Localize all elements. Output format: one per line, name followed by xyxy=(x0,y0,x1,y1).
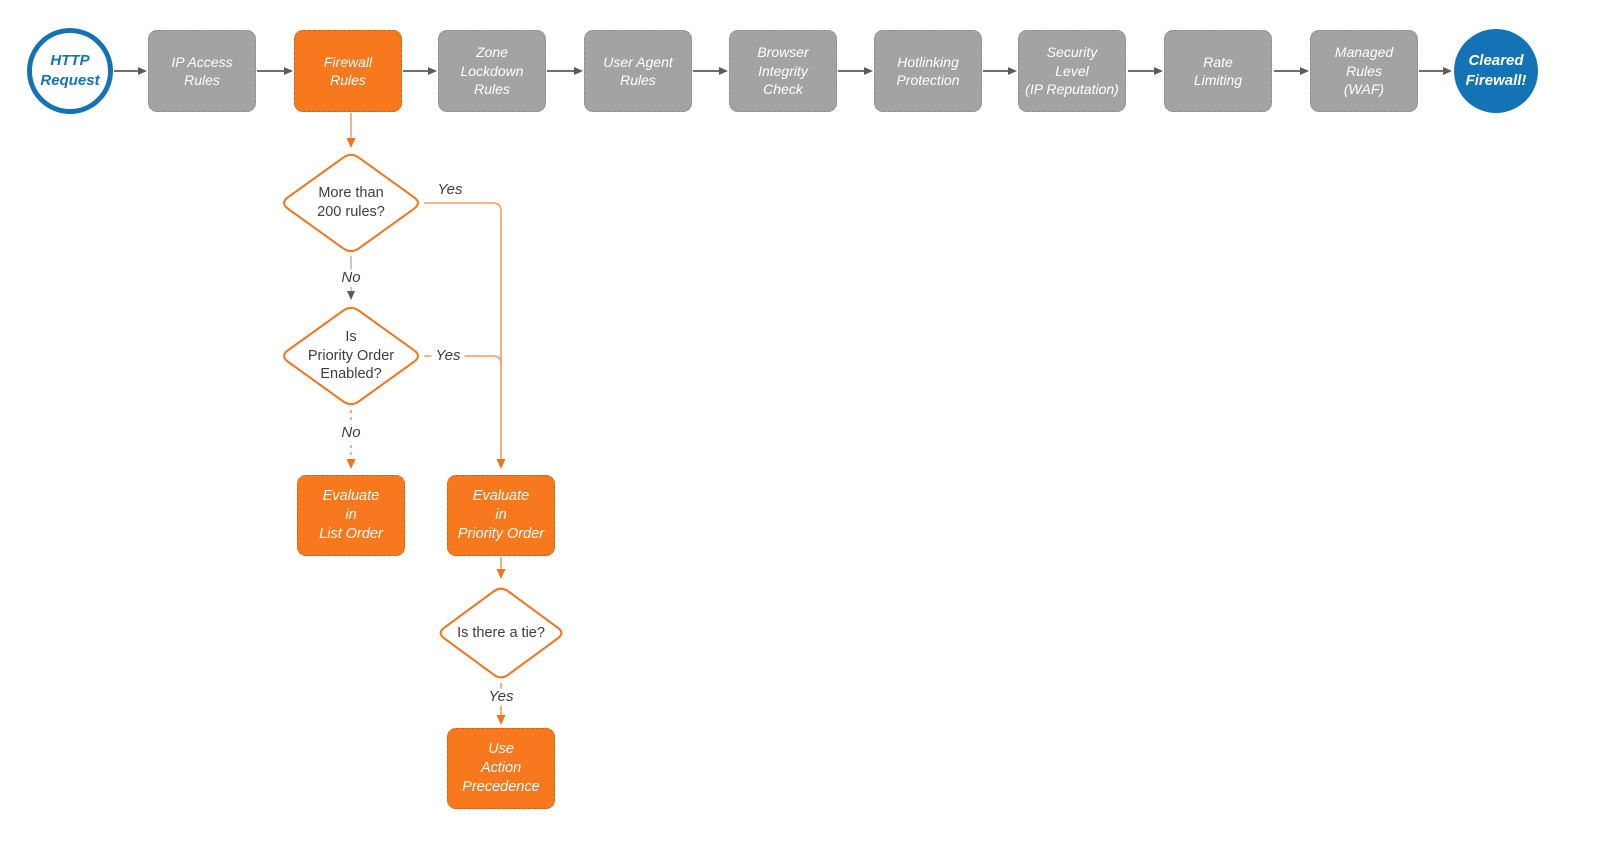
diamond-shape xyxy=(283,153,419,253)
process-node-label: User Agent Rules xyxy=(603,53,673,88)
action-node-label: Evaluate in List Order xyxy=(319,487,383,543)
action-node-label: Use Action Precedence xyxy=(462,740,540,796)
process-node-label: Rate Limiting xyxy=(1193,53,1243,88)
edge-decision1-yes xyxy=(424,202,506,469)
process-node-browser-integrity-check: Browser Integrity Check xyxy=(729,30,837,112)
action-node-use-action-precedence: Use Action Precedence xyxy=(447,728,555,809)
process-node-security-level: Security Level (IP Reputation) xyxy=(1018,30,1126,112)
process-node-label: Managed Rules (WAF) xyxy=(1334,44,1394,98)
process-node-label: Zone Lockdown Rules xyxy=(460,44,524,98)
diamond-shape xyxy=(439,587,563,679)
edge-label-decision3-yes: Yes xyxy=(484,688,518,706)
decision-node-is-there-a-tie: Is there a tie? xyxy=(435,584,567,682)
decision-node-more-than-200-rules: More than 200 rules? xyxy=(278,150,424,256)
start-node-http-request: HTTP Request xyxy=(27,28,113,114)
decision-label: More than 200 rules? xyxy=(317,185,385,220)
process-node-zone-lockdown-rules: Zone Lockdown Rules xyxy=(438,30,546,112)
process-node-label: IP Access Rules xyxy=(171,53,233,88)
end-node-label: Cleared Firewall! xyxy=(1465,52,1527,89)
process-node-ip-access-rules: IP Access Rules xyxy=(148,30,256,112)
edge-label-decision2-no: No xyxy=(337,424,365,442)
decision-node-priority-order-enabled: Is Priority Order Enabled? xyxy=(278,303,424,409)
start-node-label: HTTP Request xyxy=(40,52,100,89)
action-node-evaluate-priority-order: Evaluate in Priority Order xyxy=(447,475,555,556)
decision-flow-lines xyxy=(346,113,506,725)
process-node-hotlinking-protection: Hotlinking Protection xyxy=(874,30,982,112)
process-node-label: Security Level (IP Reputation) xyxy=(1025,44,1119,98)
action-node-evaluate-list-order: Evaluate in List Order xyxy=(297,475,405,556)
edge-decision2-yes xyxy=(424,355,502,365)
edge-label-decision1-no: No xyxy=(337,269,365,287)
edge-label-decision2-yes: Yes xyxy=(431,347,465,365)
edge-label-decision1-yes: Yes xyxy=(433,181,467,199)
action-node-label: Evaluate in Priority Order xyxy=(457,487,545,543)
process-node-label: Firewall Rules xyxy=(323,53,373,88)
process-node-user-agent-rules: User Agent Rules xyxy=(584,30,692,112)
process-node-label: Hotlinking Protection xyxy=(896,53,960,88)
diamond-shape xyxy=(283,306,419,406)
decision-label: Is Priority Order Enabled? xyxy=(307,328,395,383)
decision-label: Is there a tie? xyxy=(457,624,545,641)
process-node-label: Browser Integrity Check xyxy=(757,44,809,98)
process-node-managed-rules-waf: Managed Rules (WAF) xyxy=(1310,30,1418,112)
end-node-cleared-firewall: Cleared Firewall! xyxy=(1454,29,1538,113)
process-node-rate-limiting: Rate Limiting xyxy=(1164,30,1272,112)
process-node-firewall-rules: Firewall Rules xyxy=(294,30,402,112)
